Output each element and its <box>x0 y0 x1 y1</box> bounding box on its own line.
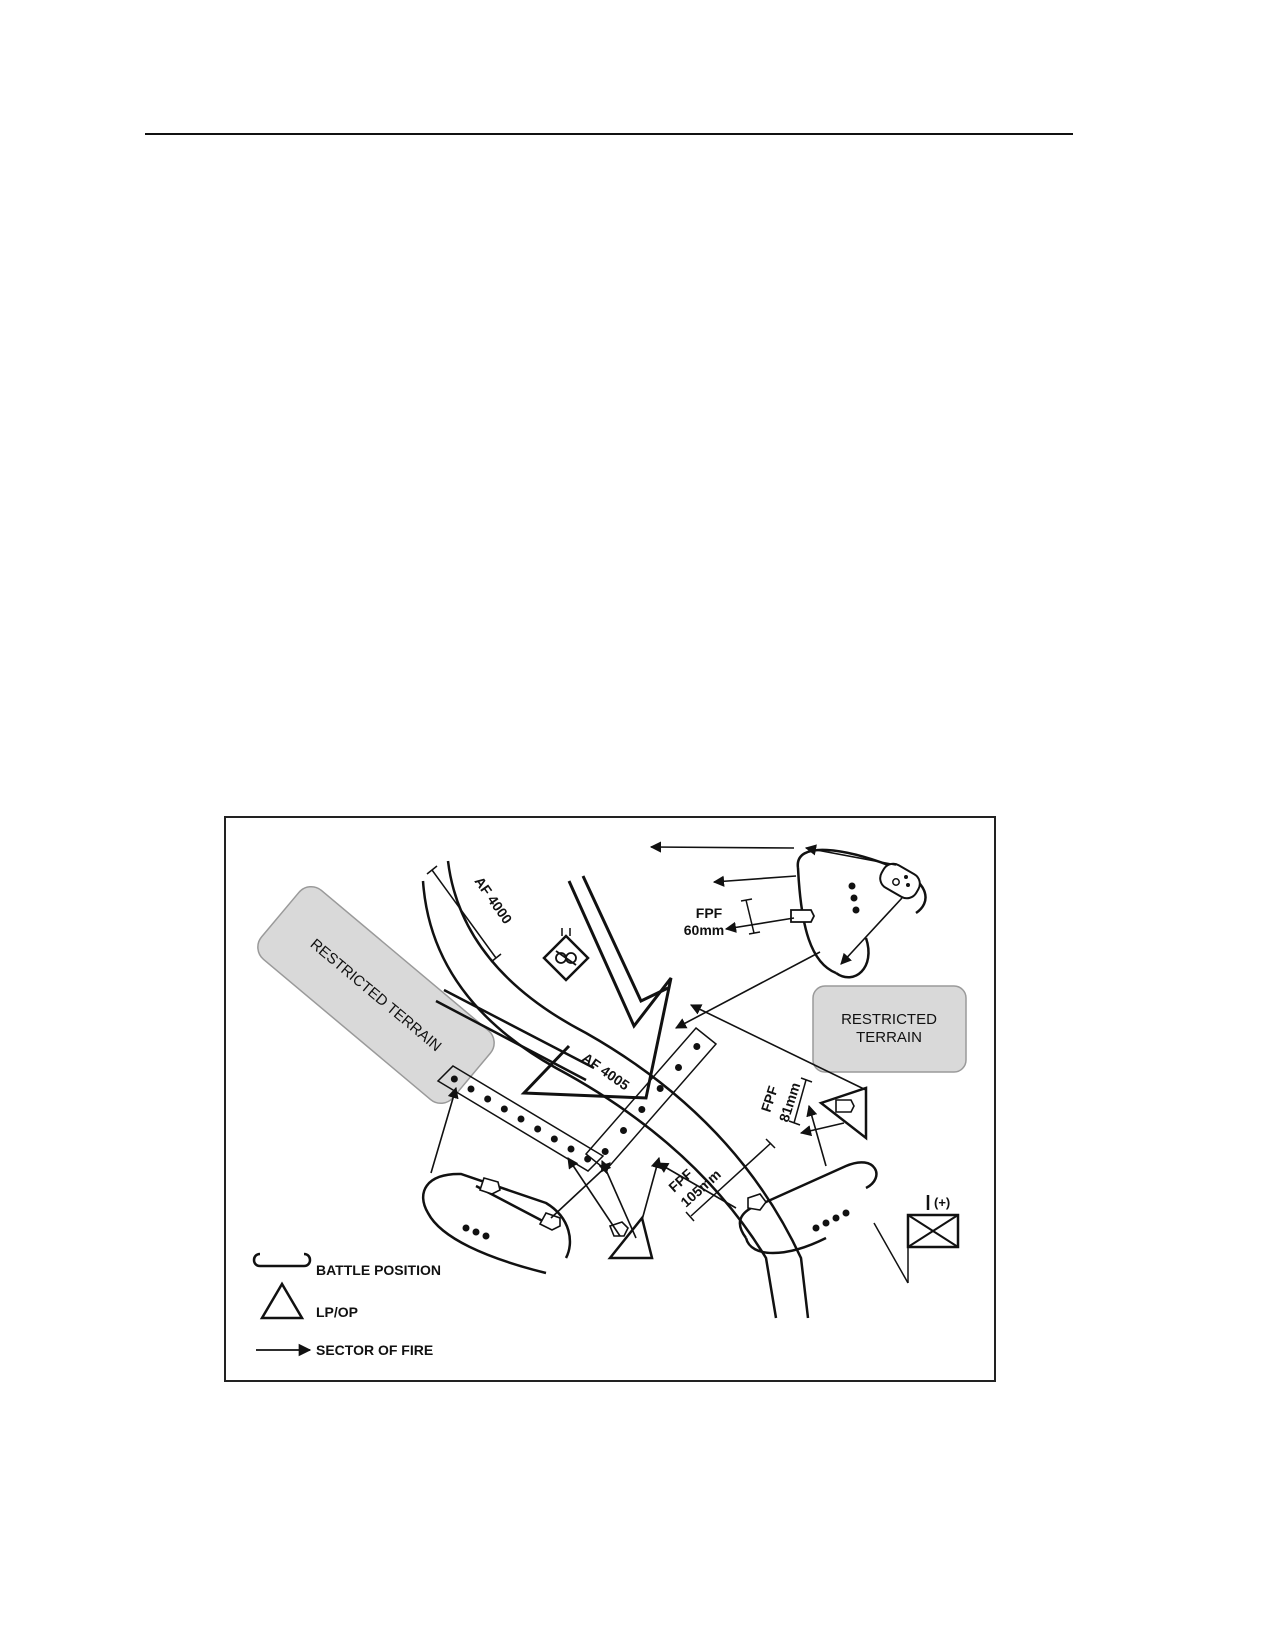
lane-dot <box>620 1127 627 1134</box>
af-4000-label: AF 4000 <box>472 874 516 927</box>
lane-dot <box>584 1155 592 1163</box>
sector-of-fire-arrows-bottom-left <box>430 1086 611 1219</box>
battle-position-icon <box>252 1252 312 1268</box>
obstacle-icon <box>542 928 590 982</box>
lane-dot <box>450 1075 458 1083</box>
lane-dot <box>484 1095 492 1103</box>
antitank-weapon-icon <box>790 909 816 923</box>
defense-sketch-figure: RESTRICTED TERRAIN RESTRICTED TERRAIN AF… <box>224 816 996 1382</box>
axis-of-advance-bolt <box>520 875 673 1100</box>
legend-sector-of-fire: SECTOR OF FIRE <box>316 1342 433 1358</box>
boundary-double-line <box>435 988 595 1082</box>
lane-dot <box>534 1125 542 1133</box>
lane-dot <box>550 1135 558 1143</box>
battle-position-bottom-left <box>422 1172 572 1275</box>
restricted-terrain-right: RESTRICTED TERRAIN <box>812 985 967 1073</box>
engagement-lane-left <box>436 1065 605 1172</box>
lane-dots <box>450 1043 701 1163</box>
lane-dot <box>467 1085 475 1093</box>
fpf-60mm: FPF 60mm <box>684 898 761 938</box>
sector-of-fire-arrows-top <box>649 841 903 1029</box>
restricted-terrain-right-line1: RESTRICTED <box>841 1011 937 1028</box>
fpf-81mm: FPF 81mm <box>758 1077 813 1126</box>
restricted-terrain-right-line2: TERRAIN <box>856 1029 922 1046</box>
lane-dot <box>693 1043 701 1050</box>
unit-size-label: (+) <box>934 1195 950 1210</box>
lane-dot <box>638 1106 646 1113</box>
legend: BATTLE POSITION LP/OP SECTOR OF FIRE <box>252 1252 441 1358</box>
fpf-81-label-line1: FPF <box>758 1083 782 1114</box>
sector-of-fire-arrows-right <box>689 1004 867 1137</box>
lp-op-triangle-icon <box>259 1281 305 1320</box>
lp-op-right <box>818 1086 868 1141</box>
top-rule <box>145 133 1073 135</box>
infantry-unit-icon: (+) <box>873 1195 960 1284</box>
lane-dot <box>675 1064 682 1071</box>
battle-position-top <box>790 848 927 979</box>
lane-dot <box>517 1115 525 1123</box>
lane-dot <box>656 1085 664 1092</box>
lane-dot <box>567 1145 575 1153</box>
fpf-60-label-line1: FPF <box>696 905 723 921</box>
af-4000-label-group: AF 4000 <box>426 865 516 963</box>
defense-sketch-diagram: RESTRICTED TERRAIN RESTRICTED TERRAIN AF… <box>252 841 967 1358</box>
fpf-60-label-line2: 60mm <box>684 922 724 938</box>
lane-dot <box>500 1105 508 1113</box>
lane-dot <box>601 1148 609 1155</box>
battle-position-bottom-right <box>738 1161 878 1255</box>
legend-battle-position: BATTLE POSITION <box>316 1262 441 1278</box>
sector-of-fire-arrows-bottom-center <box>567 1156 662 1239</box>
legend-lp-op: LP/OP <box>316 1304 358 1320</box>
sector-of-fire-arrows-bottom-right <box>657 1104 827 1209</box>
lp-op-bottom <box>607 1215 654 1260</box>
